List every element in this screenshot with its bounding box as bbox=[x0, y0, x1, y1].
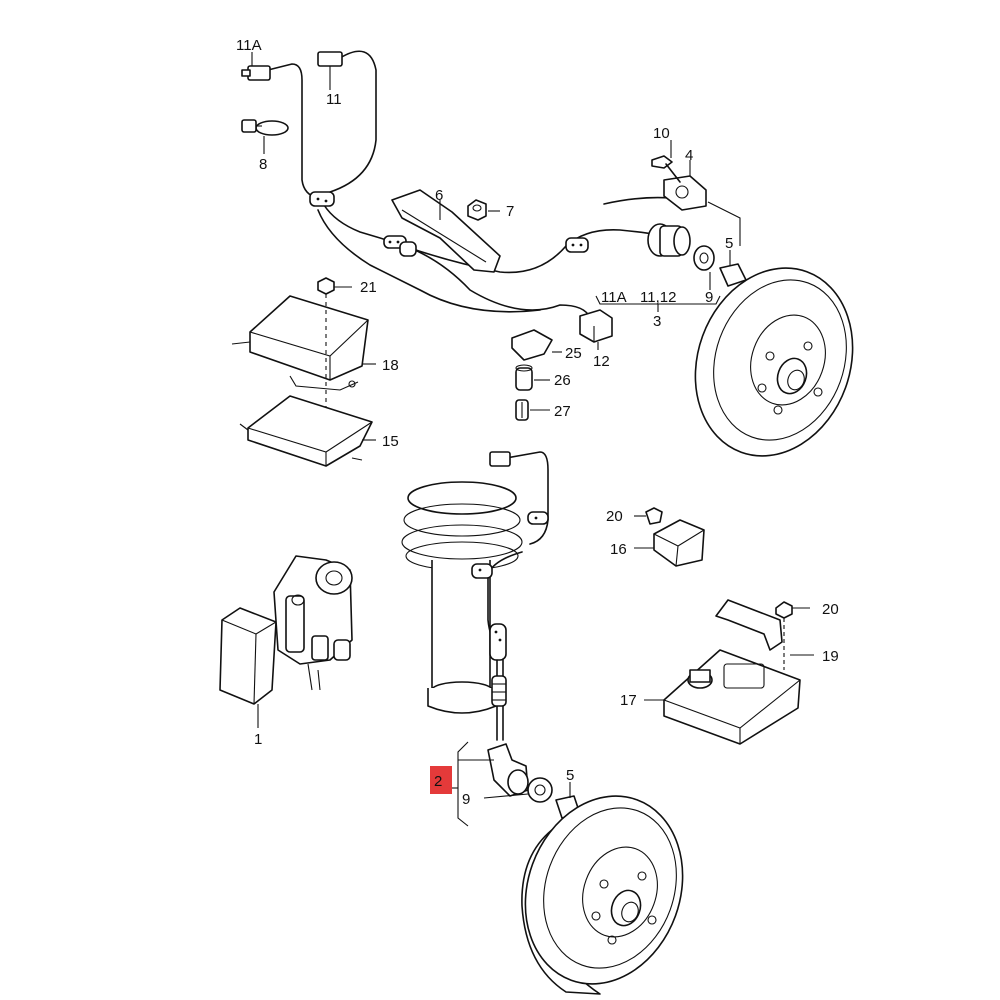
connector-12 bbox=[579, 309, 613, 343]
label-21: 21 bbox=[360, 279, 377, 296]
connector-11a-top bbox=[241, 65, 271, 81]
label-9-bottom: 9 bbox=[462, 791, 470, 808]
label-25: 25 bbox=[565, 345, 582, 362]
label-5-bottom: 5 bbox=[566, 767, 574, 784]
label-11a-top: 11A bbox=[236, 37, 262, 54]
label-5-top: 5 bbox=[725, 235, 733, 252]
clip-25 bbox=[511, 329, 562, 361]
label-6: 6 bbox=[435, 187, 443, 204]
connector-11-top bbox=[317, 51, 343, 82]
brake-disc-lower bbox=[521, 795, 684, 995]
label-19: 19 bbox=[822, 648, 839, 665]
sensor-17 bbox=[644, 649, 801, 745]
speed-sensor-2 bbox=[487, 743, 529, 797]
label-26: 26 bbox=[554, 372, 571, 389]
label-11a-mid: 11A bbox=[601, 289, 627, 306]
speed-sensor-4 bbox=[663, 175, 707, 211]
label-7: 7 bbox=[506, 203, 514, 220]
compressor-1 bbox=[219, 555, 353, 728]
label-9-top: 9 bbox=[705, 289, 713, 306]
cable-tie-8 bbox=[241, 119, 289, 136]
seal-9-top bbox=[693, 245, 715, 271]
part-labels: 11A 11 8 6 7 10 4 5 9 11A 11,12 3 21 18 … bbox=[236, 37, 839, 808]
label-18: 18 bbox=[382, 357, 399, 374]
label-15: 15 bbox=[382, 433, 399, 450]
label-16: 16 bbox=[610, 541, 627, 558]
nut-7 bbox=[467, 199, 487, 221]
bracket-6 bbox=[391, 189, 501, 273]
label-3: 3 bbox=[653, 313, 661, 330]
sensor-16 bbox=[634, 507, 705, 567]
bolt-20-lower bbox=[775, 601, 814, 670]
label-1: 1 bbox=[254, 731, 262, 748]
label-8: 8 bbox=[259, 156, 267, 173]
label-10: 10 bbox=[653, 125, 670, 142]
control-unit-15 bbox=[239, 363, 376, 467]
label-4: 4 bbox=[685, 147, 693, 164]
seal-9-bottom bbox=[527, 777, 553, 803]
label-20-a: 20 bbox=[606, 508, 623, 525]
sleeve-27 bbox=[515, 399, 550, 421]
grommet-26 bbox=[515, 364, 550, 391]
wiring-harness bbox=[267, 50, 673, 319]
brake-disc-upper bbox=[694, 267, 854, 457]
bolt-10 bbox=[651, 155, 681, 183]
connector-11-12-housing bbox=[647, 223, 691, 257]
label-17: 17 bbox=[620, 692, 637, 709]
label-2: 2 bbox=[434, 773, 442, 790]
leader-lines-upper bbox=[251, 52, 741, 350]
label-11-top: 11 bbox=[326, 91, 342, 108]
highlight-marker bbox=[430, 766, 452, 794]
label-27: 27 bbox=[554, 403, 571, 420]
bracket-19 bbox=[715, 599, 783, 651]
suspension-strut bbox=[401, 451, 549, 741]
control-unit-18 bbox=[231, 295, 369, 391]
label-20-b: 20 bbox=[822, 601, 839, 618]
label-12: 12 bbox=[593, 353, 610, 370]
label-11-12: 11,12 bbox=[640, 289, 676, 306]
